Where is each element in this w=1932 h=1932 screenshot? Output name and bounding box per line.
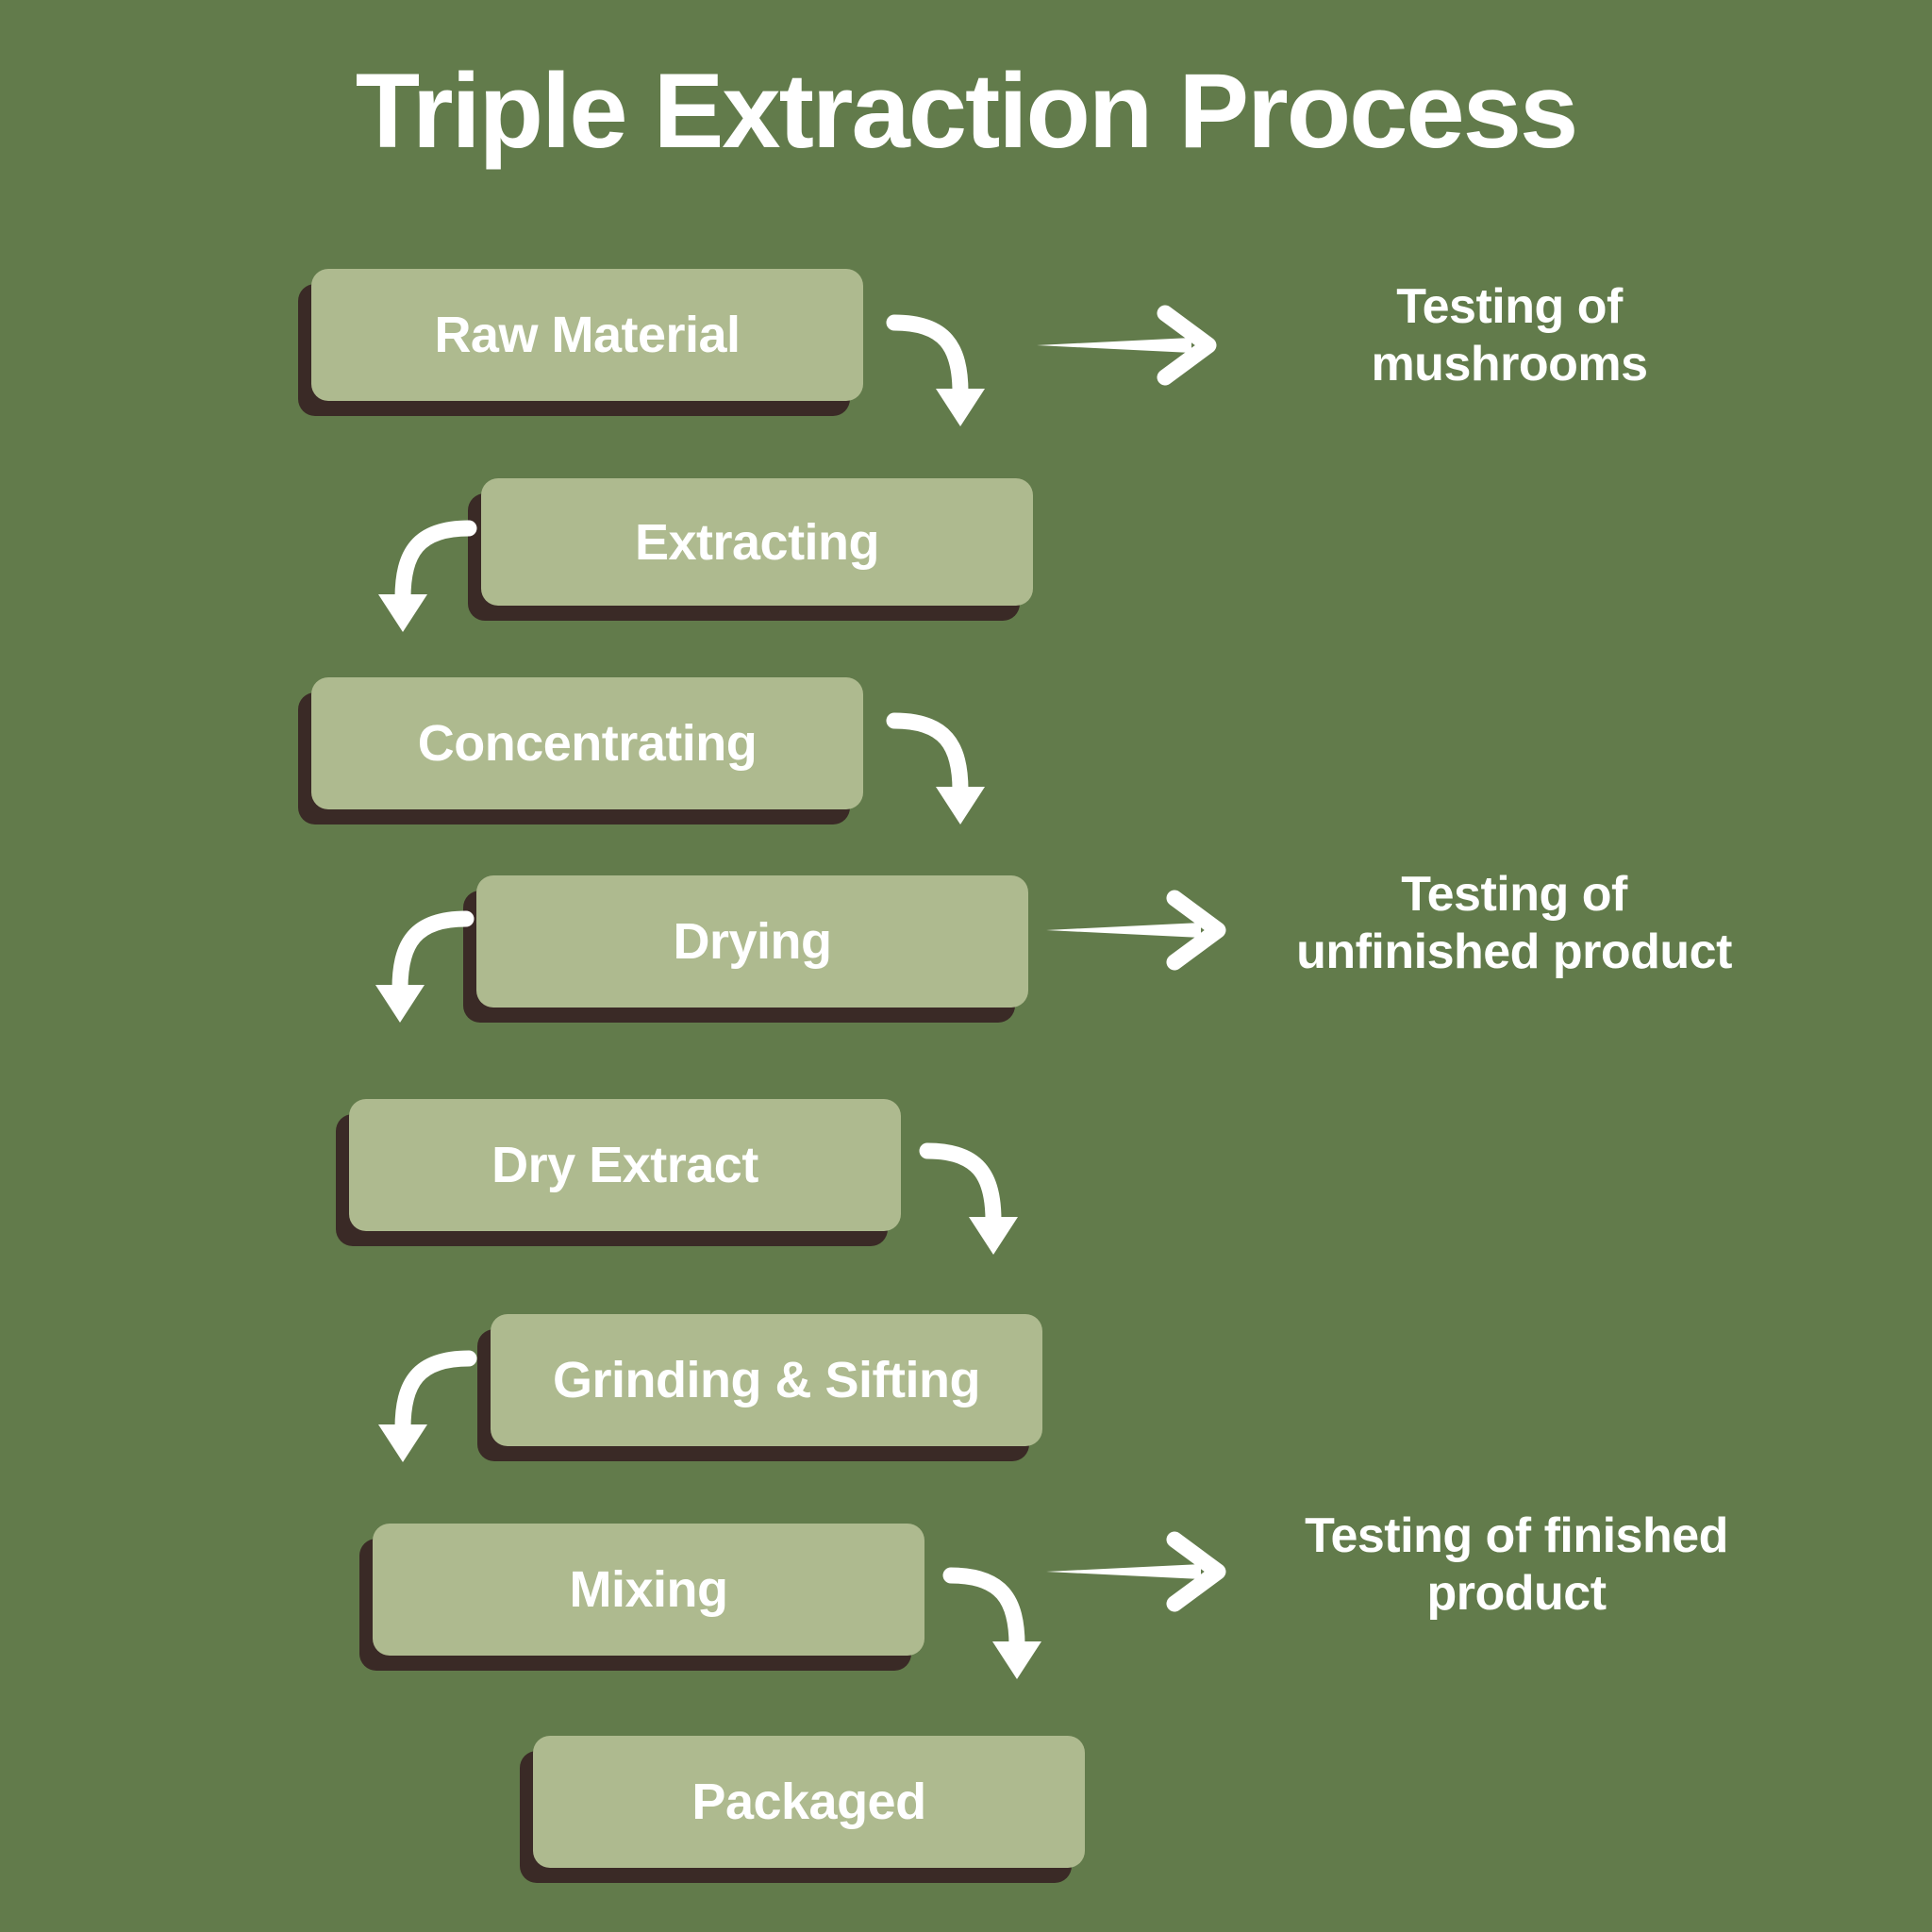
note-line-1: Testing of	[1401, 867, 1627, 922]
curved-arrow-icon-extracting-to-concentrating	[354, 517, 477, 640]
note-line-2: unfinished product	[1296, 924, 1732, 980]
step-label: Drying	[673, 913, 832, 970]
note-line-1: Testing of finished	[1305, 1508, 1728, 1563]
straight-right-arrow-icon-testing-of-mushrooms	[1033, 302, 1250, 387]
note-testing-of-mushrooms: Testing of mushrooms	[1302, 278, 1717, 394]
step-label: Packaged	[691, 1774, 926, 1830]
step-box-face: Grinding & Sifting	[491, 1314, 1042, 1446]
step-box-mixing[interactable]: Mixing	[359, 1524, 924, 1671]
step-box-packaged[interactable]: Packaged	[520, 1736, 1085, 1883]
step-label: Mixing	[569, 1561, 729, 1618]
step-box-face: Dry Extract	[349, 1099, 901, 1231]
curved-arrow-icon-drying-to-dry-extract	[351, 908, 475, 1030]
curved-arrow-icon-mixing-to-packaged	[942, 1564, 1066, 1687]
step-box-face: Raw Material	[311, 269, 863, 401]
step-label: Grinding & Sifting	[553, 1352, 980, 1408]
step-label: Raw Material	[434, 307, 741, 363]
note-testing-of-unfinished-product: Testing of unfinished product	[1245, 866, 1783, 982]
step-box-dry-extract[interactable]: Dry Extract	[336, 1099, 901, 1246]
step-label: Extracting	[634, 513, 880, 571]
step-box-face: Packaged	[533, 1736, 1085, 1868]
step-label: Dry Extract	[491, 1137, 758, 1193]
step-box-drying[interactable]: Drying	[463, 875, 1028, 1023]
straight-right-arrow-icon-testing-of-unfinished-product	[1042, 887, 1259, 972]
step-box-face: Drying	[476, 875, 1028, 1008]
step-box-extracting[interactable]: Extracting	[468, 478, 1033, 621]
curved-arrow-icon-raw-material-to-extracting	[886, 311, 1009, 434]
note-line-2: product	[1426, 1566, 1607, 1622]
step-box-raw-material[interactable]: Raw Material	[298, 269, 863, 416]
step-label: Concentrating	[417, 715, 758, 772]
curved-arrow-icon-dry-extract-to-grinding-sifting	[919, 1140, 1042, 1262]
step-box-concentrating[interactable]: Concentrating	[298, 677, 863, 824]
step-box-face: Concentrating	[311, 677, 863, 809]
curved-arrow-icon-concentrating-to-drying	[886, 709, 1009, 832]
note-line-2: mushrooms	[1371, 337, 1648, 392]
curved-arrow-icon-grinding-sifting-to-mixing	[354, 1347, 477, 1470]
page-title: Triple Extraction Process	[355, 52, 1579, 170]
note-testing-of-finished-product: Testing of finished product	[1226, 1507, 1807, 1624]
straight-right-arrow-icon-testing-of-finished-product	[1042, 1528, 1259, 1613]
step-box-face: Extracting	[481, 478, 1033, 606]
step-box-face: Mixing	[373, 1524, 924, 1656]
step-box-grinding-sifting[interactable]: Grinding & Sifting	[477, 1314, 1042, 1461]
note-line-1: Testing of	[1396, 279, 1623, 334]
